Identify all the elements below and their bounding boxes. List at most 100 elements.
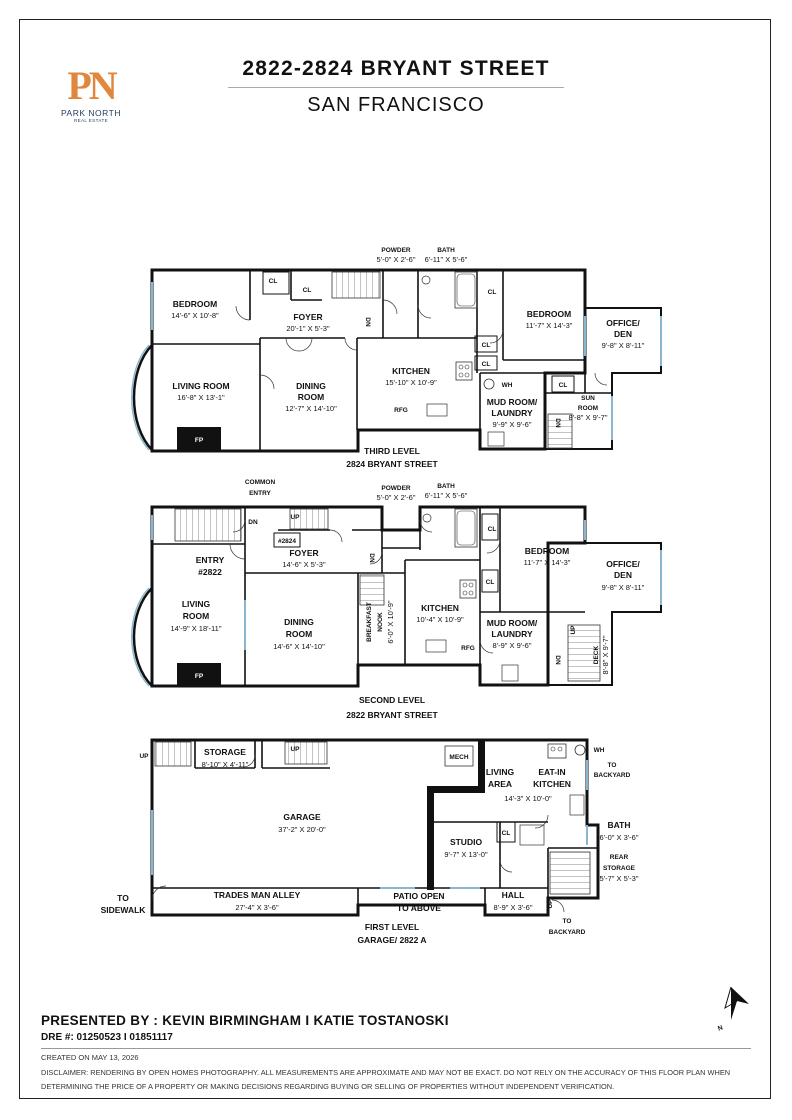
first-patio-label-1: PATIO OPEN bbox=[393, 891, 444, 901]
first-trades-alley-label: TRADES MAN ALLEY bbox=[214, 890, 301, 900]
second-dining-dim: 14'-6" X 14'-10" bbox=[273, 642, 325, 651]
second-entry-label-2: #2822 bbox=[198, 567, 222, 577]
first-patio-label-2: TO ABOVE bbox=[397, 903, 441, 913]
second-bath-dim: 6'-11" X 5'-6" bbox=[425, 491, 468, 500]
third-bath-dim: 6'-11" X 5'-6" bbox=[425, 255, 468, 264]
third-bedroom-w-label: BEDROOM bbox=[173, 299, 217, 309]
third-sunroom-label-2: ROOM bbox=[578, 405, 598, 412]
second-up-label: UP bbox=[570, 625, 577, 635]
second-level-caption: SECOND LEVEL bbox=[359, 695, 425, 705]
first-rear-storage-dim: 5'-7" X 5'-3" bbox=[599, 874, 638, 883]
first-mech-label: MECH bbox=[449, 754, 468, 761]
third-level-office-sunroom-wall bbox=[545, 307, 662, 450]
third-closet-label: CL bbox=[303, 287, 312, 294]
second-fireplace-label: FP bbox=[195, 673, 204, 680]
first-bath-dim: 6'-0" X 3'-6" bbox=[599, 833, 638, 842]
third-closet-label: CL bbox=[269, 278, 278, 285]
second-bedroom-dim: 11'-7" X 14'-3" bbox=[524, 558, 571, 567]
second-level-plan: COMMON ENTRY POWDER 5'-0" X 2'-6" BATH 6… bbox=[131, 479, 662, 720]
third-bedroom-e-dim: 11'-7" X 14'-3" bbox=[526, 321, 573, 330]
second-up-label: UP bbox=[290, 514, 300, 521]
third-office-label-1: OFFICE/ bbox=[606, 318, 640, 328]
second-bedroom-label: BEDROOM bbox=[525, 546, 569, 556]
second-powder-dim: 5'-0" X 2'-6" bbox=[376, 493, 415, 502]
first-level-plan: STORAGE 8'-10" X 4'-11" MECH LIVING AREA… bbox=[101, 738, 639, 945]
second-nook-label-2: NOOK bbox=[377, 612, 384, 632]
north-arrow-icon: N bbox=[717, 986, 749, 1033]
first-studio-label: STUDIO bbox=[450, 837, 483, 847]
second-deck-dim: 8'-8" X 9'-7" bbox=[601, 635, 610, 674]
first-level-thick-wall bbox=[427, 740, 485, 890]
second-living-label-2: ROOM bbox=[183, 611, 209, 621]
first-eatin-label-1: EAT-IN bbox=[538, 767, 565, 777]
unit-tag-2824: #2824 bbox=[278, 538, 296, 545]
second-nook-label-1: BREAKFAST bbox=[366, 602, 373, 642]
third-foyer-label: FOYER bbox=[293, 312, 322, 322]
second-fridge-label: RFG bbox=[461, 645, 475, 652]
third-dining-label-1: DINING bbox=[296, 381, 326, 391]
third-mudroom-label-1: MUD ROOM/ bbox=[487, 397, 538, 407]
third-dining-dim: 12'-7" X 14'-10" bbox=[285, 404, 337, 413]
third-powder-dim: 5'-0" X 2'-6" bbox=[376, 255, 415, 264]
second-down-label: DN bbox=[554, 655, 561, 665]
third-dining-label-2: ROOM bbox=[298, 392, 324, 402]
logo-mark: PN bbox=[67, 63, 117, 108]
third-living-label: LIVING ROOM bbox=[172, 381, 229, 391]
first-storage-label: STORAGE bbox=[204, 747, 246, 757]
dre-numbers: DRE #: 01250523 I 01851117 bbox=[41, 1032, 173, 1043]
third-kitchen-label: KITCHEN bbox=[392, 366, 430, 376]
third-closet-label: CL bbox=[559, 382, 568, 389]
logo-subname: REAL ESTATE bbox=[73, 118, 109, 123]
third-bedroom-e-label: BEDROOM bbox=[527, 309, 571, 319]
title-divider bbox=[228, 87, 564, 88]
first-level-caption: FIRST LEVEL bbox=[365, 922, 419, 932]
first-living-area-label-1: LIVING bbox=[486, 767, 515, 777]
third-bath-label: BATH bbox=[437, 247, 455, 254]
first-studio-dim: 9'-7" X 13'-0" bbox=[444, 850, 488, 859]
disclaimer-text: DISCLAIMER: RENDERING BY OPEN HOMES PHOT… bbox=[41, 1068, 731, 1091]
third-powder-label: POWDER bbox=[381, 247, 411, 254]
second-foyer-label: FOYER bbox=[289, 548, 318, 558]
first-trades-alley-dim: 27'-4" X 3'-6" bbox=[235, 903, 279, 912]
second-down-label: DN bbox=[368, 553, 375, 563]
second-level-address: 2822 BRYANT STREET bbox=[346, 710, 438, 720]
presented-by: PRESENTED BY : KEVIN BIRMINGHAM I KATIE … bbox=[41, 1013, 449, 1028]
park-north-logo: PN PARK NORTH REAL ESTATE bbox=[56, 63, 126, 124]
second-living-dim: 14'-9" X 18'-11" bbox=[171, 624, 222, 633]
first-hall-label: HALL bbox=[502, 890, 525, 900]
second-dining-label-1: DINING bbox=[284, 617, 314, 627]
third-level-fireplace-icon bbox=[177, 427, 221, 450]
second-closet-label: CL bbox=[486, 579, 495, 586]
second-living-label-1: LIVING bbox=[182, 599, 211, 609]
second-office-label-1: OFFICE/ bbox=[606, 559, 640, 569]
third-closet-label: CL bbox=[482, 342, 491, 349]
second-office-label-2: DEN bbox=[614, 570, 632, 580]
first-closet-label: CL bbox=[502, 830, 511, 837]
third-fridge-label: RFG bbox=[394, 407, 408, 414]
second-level-office-deck-wall bbox=[548, 542, 662, 686]
to-sidewalk-1: TO bbox=[117, 893, 129, 903]
second-deck-label: DECK bbox=[593, 645, 600, 664]
common-entry-label-1: COMMON bbox=[245, 479, 276, 486]
third-office-dim: 9'-8" X 8'-11" bbox=[602, 341, 645, 350]
second-office-dim: 9'-8" X 8'-11" bbox=[602, 583, 645, 592]
second-level-outer-wall bbox=[150, 505, 587, 688]
second-kitchen-label: KITCHEN bbox=[421, 603, 459, 613]
to-backyard-bottom-2: BACKYARD bbox=[549, 929, 586, 936]
first-hall-dim: 8'-9" X 3'-6" bbox=[493, 903, 532, 912]
third-mudroom-dim: 9'-9" X 9'-6" bbox=[492, 420, 531, 429]
page-title: 2822-2824 BRYANT STREET bbox=[242, 57, 550, 80]
third-level-address: 2824 BRYANT STREET bbox=[346, 459, 438, 469]
north-label: N bbox=[717, 1024, 724, 1032]
page-border bbox=[19, 19, 771, 1099]
first-eatin-label-2: KITCHEN bbox=[533, 779, 571, 789]
second-bath-label: BATH bbox=[437, 483, 455, 490]
to-backyard-top-2: BACKYARD bbox=[594, 772, 631, 779]
third-level-caption: THIRD LEVEL bbox=[364, 446, 420, 456]
second-mudroom-label-2: LAUNDRY bbox=[491, 629, 533, 639]
third-sunroom-label-1: SUN bbox=[581, 395, 595, 402]
first-storage-dim: 8'-10" X 4'-11" bbox=[202, 760, 249, 769]
first-garage-label: GARAGE bbox=[283, 812, 321, 822]
first-up-label: UP bbox=[139, 753, 149, 760]
third-living-dim: 16'-8" X 13'-1" bbox=[177, 393, 225, 402]
